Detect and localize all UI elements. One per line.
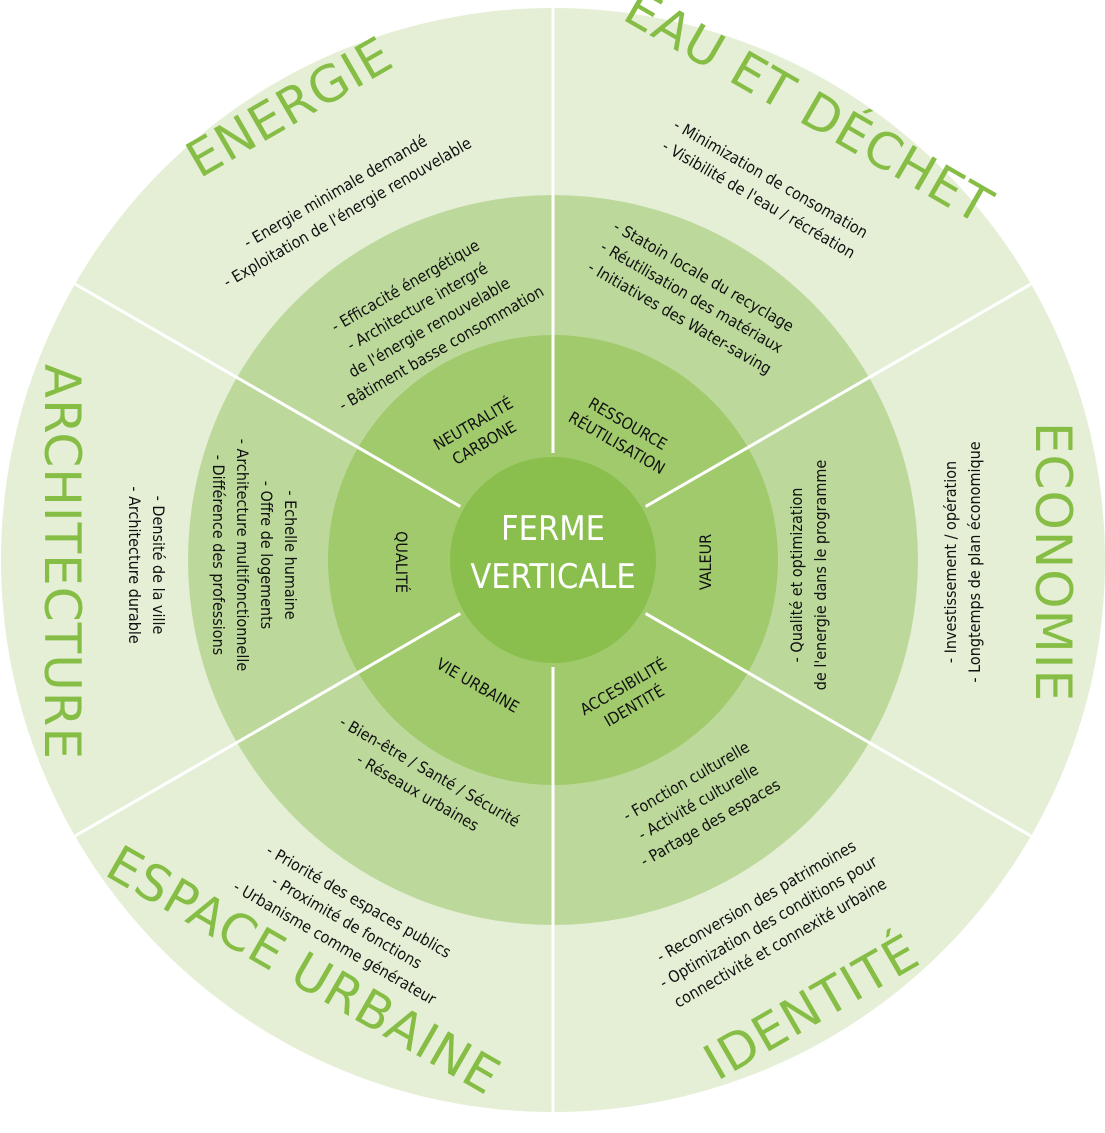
- inner-label-line: VALEUR: [696, 534, 715, 590]
- bullet: - Différence des professions: [209, 455, 228, 655]
- outer-bullets-economie: - Investissement / opération - Longtemps…: [941, 441, 984, 682]
- bullet: - Architecture multifonctionnelle: [233, 439, 252, 672]
- inner-label-line: QUALITÉ: [392, 531, 411, 593]
- middle-bullets-economie: - Qualité et optimization de l'energie d…: [787, 460, 830, 691]
- title-architecture: ARCHITECTURE: [33, 364, 91, 760]
- bullet: - Architecture durable: [125, 486, 144, 644]
- middle-bullets-architecture: - Echelle humaine - Offre de logements -…: [209, 439, 300, 672]
- outer-bullets-architecture: - Densité de la ville - Architecture dur…: [125, 486, 168, 644]
- center-core: [446, 453, 660, 667]
- center-title-line1: FERME: [501, 509, 605, 549]
- bullet: de l'energie dans le programme: [811, 460, 830, 691]
- center-title-line2: VERTICALE: [470, 557, 635, 597]
- bullet: - Echelle humaine: [281, 490, 300, 619]
- bullet: - Longtemps de plan économique: [965, 441, 984, 682]
- inner-label-valeur: VALEUR: [696, 534, 715, 590]
- inner-label-qualite: QUALITÉ: [392, 531, 411, 593]
- bullet: - Densité de la ville: [149, 496, 168, 635]
- bullet: - Investissement / opération: [941, 461, 960, 663]
- center-label: FERME VERTICALE: [470, 509, 635, 597]
- title-economie: ECONOMIE: [1024, 422, 1082, 702]
- bullet: - Offre de logements: [257, 481, 276, 630]
- bullet: - Qualité et optimization: [787, 488, 806, 663]
